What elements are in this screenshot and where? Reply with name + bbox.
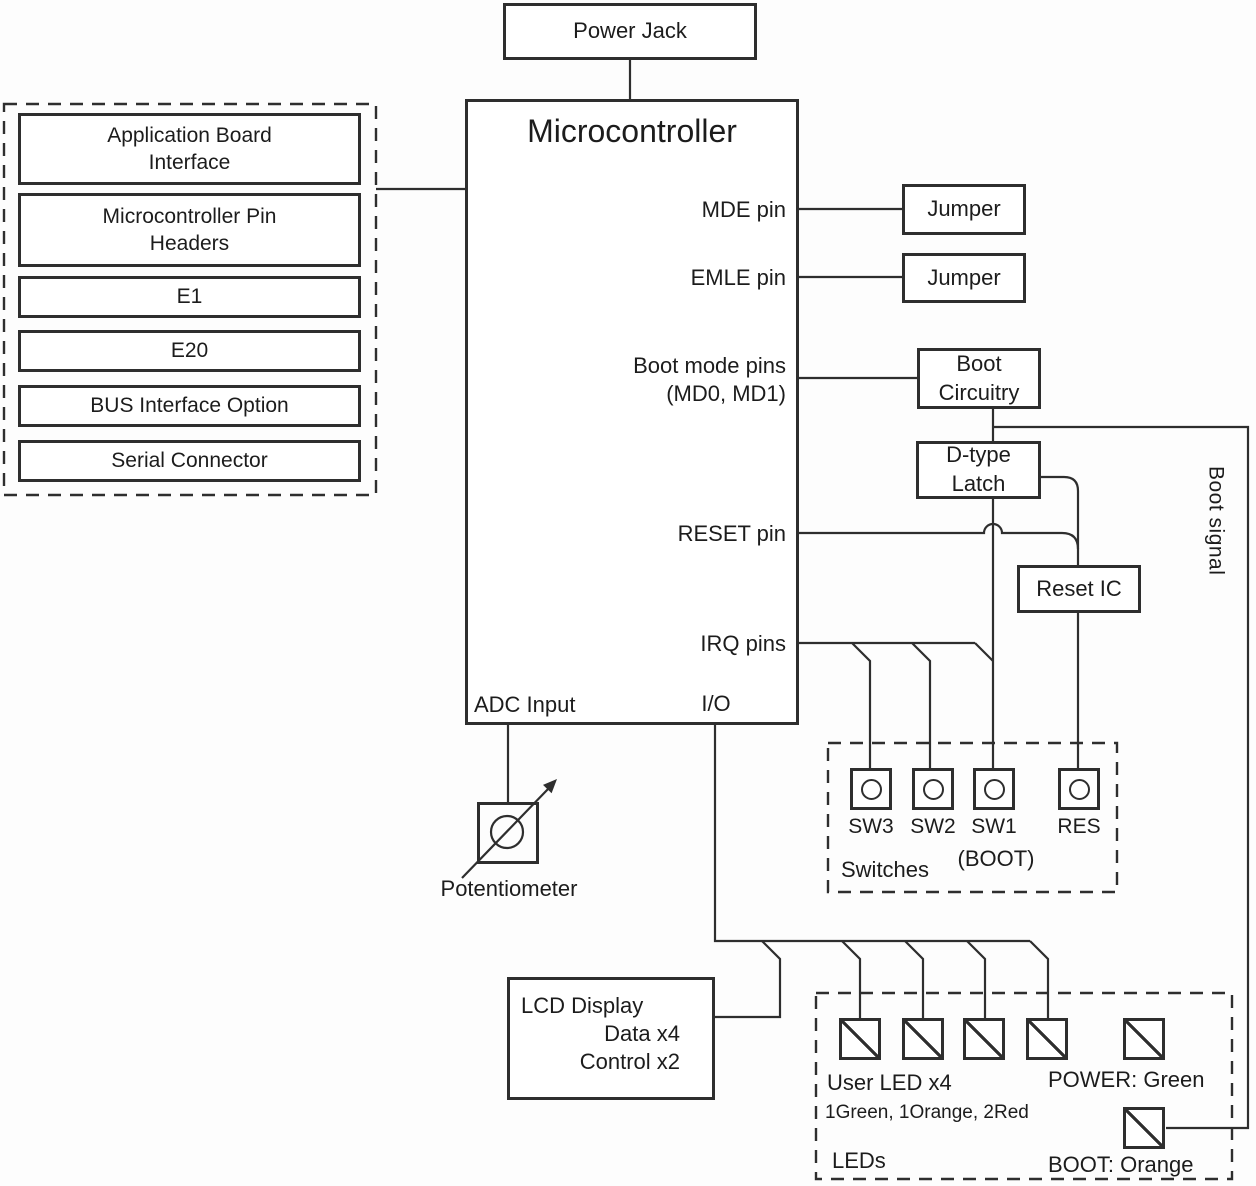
- led-diagonal-icon: [842, 1021, 878, 1057]
- e1-block: E1: [18, 276, 361, 318]
- wire-io-to-led4: [1029, 940, 1050, 1019]
- application-interface-group-border: [2, 102, 378, 497]
- wire-latch-to-resetic: [1040, 475, 1080, 566]
- user-led-2: [902, 1018, 944, 1060]
- switches-group-border: [826, 741, 1119, 894]
- led-diagonal-icon: [1126, 1021, 1162, 1057]
- led-diagonal-icon: [905, 1021, 941, 1057]
- emle-pin-label: EMLE pin: [690, 265, 786, 290]
- boot-mode-pins-label: Boot mode pins (MD0, MD1): [633, 353, 786, 406]
- potentiometer-label: Potentiometer: [440, 876, 578, 901]
- reset-pin-label: RESET pin: [677, 521, 786, 546]
- switch-res: [1058, 768, 1100, 810]
- power-jack-block: Power Jack: [503, 3, 757, 60]
- bus-interface-option-block: BUS Interface Option: [18, 385, 361, 427]
- leds-group-border: [814, 991, 1234, 1181]
- wire-boot-signal: [993, 425, 1250, 1130]
- power-led-label: POWER: Green: [1048, 1067, 1205, 1092]
- boot-led: [1123, 1107, 1165, 1149]
- adc-input-label: ADC Input: [474, 692, 576, 717]
- boot-circuitry-block: Boot Circuitry: [917, 348, 1041, 409]
- microcontroller-block: [465, 99, 799, 725]
- res-label: RES: [1057, 815, 1101, 838]
- wire-io-to-led1: [841, 940, 862, 1019]
- led-diagonal-icon: [1029, 1021, 1065, 1057]
- switch-sw2: [912, 768, 954, 810]
- mde-pin-label: MDE pin: [701, 197, 786, 222]
- wire-io-to-led3: [966, 940, 987, 1019]
- io-label: I/O: [701, 691, 731, 716]
- wire-io-to-lcd: [714, 940, 782, 1019]
- user-led-label: User LED x4: [827, 1070, 952, 1095]
- boot-signal-label: Boot signal: [1204, 466, 1228, 576]
- lcd-control-line: Control x2: [579, 1048, 680, 1074]
- wire-irq-to-switches: [798, 641, 994, 769]
- user-led-1: [839, 1018, 881, 1060]
- user-led-3: [963, 1018, 1005, 1060]
- microcontroller-pin-headers-block: Microcontroller Pin Headers: [18, 193, 361, 267]
- sw1-boot-note: (BOOT): [957, 846, 1035, 871]
- sw1-label: SW1: [971, 815, 1017, 838]
- led-diagonal-icon: [1126, 1110, 1162, 1146]
- microcontroller-title: Microcontroller: [527, 113, 737, 149]
- potentiometer-arrow-head: [543, 779, 557, 794]
- lcd-display-block: LCD Display Data x4 Control x2: [507, 977, 715, 1100]
- jumper-emle-block: Jumper: [902, 253, 1026, 303]
- user-led-4: [1026, 1018, 1068, 1060]
- switch-sw2-button-icon: [922, 778, 944, 800]
- power-led: [1123, 1018, 1165, 1060]
- d-type-latch-block: D-type Latch: [916, 441, 1041, 499]
- user-led-colors-note: 1Green, 1Orange, 2Red: [825, 1102, 1029, 1123]
- application-board-interface-block: Application Board Interface: [18, 113, 361, 185]
- lcd-title: LCD Display: [521, 993, 644, 1018]
- potentiometer-wiper-circle: [489, 814, 525, 850]
- sw3-label: SW3: [848, 815, 894, 838]
- sw2-label: SW2: [910, 815, 956, 838]
- switch-sw1-button-icon: [983, 778, 1005, 800]
- wire-io-bus: [713, 723, 1030, 943]
- switches-group-label: Switches: [841, 857, 930, 882]
- switch-res-button-icon: [1068, 778, 1090, 800]
- switch-sw3-button-icon: [860, 778, 882, 800]
- leds-group-label: LEDs: [832, 1148, 886, 1173]
- boot-led-label: BOOT: Orange: [1048, 1152, 1194, 1177]
- wire-reset-pin: [798, 522, 1080, 550]
- switch-sw3: [850, 768, 892, 810]
- wire-io-to-led2: [904, 940, 925, 1019]
- jumper-mde-block: Jumper: [902, 184, 1026, 235]
- e20-block: E20: [18, 330, 361, 372]
- irq-pins-label: IRQ pins: [700, 631, 786, 656]
- led-diagonal-icon: [966, 1021, 1002, 1057]
- lcd-data-line: Data x4: [604, 1020, 680, 1046]
- switch-sw1: [973, 768, 1015, 810]
- serial-connector-block: Serial Connector: [18, 440, 361, 482]
- potentiometer-symbol: [477, 802, 539, 864]
- reset-ic-block: Reset IC: [1017, 565, 1141, 613]
